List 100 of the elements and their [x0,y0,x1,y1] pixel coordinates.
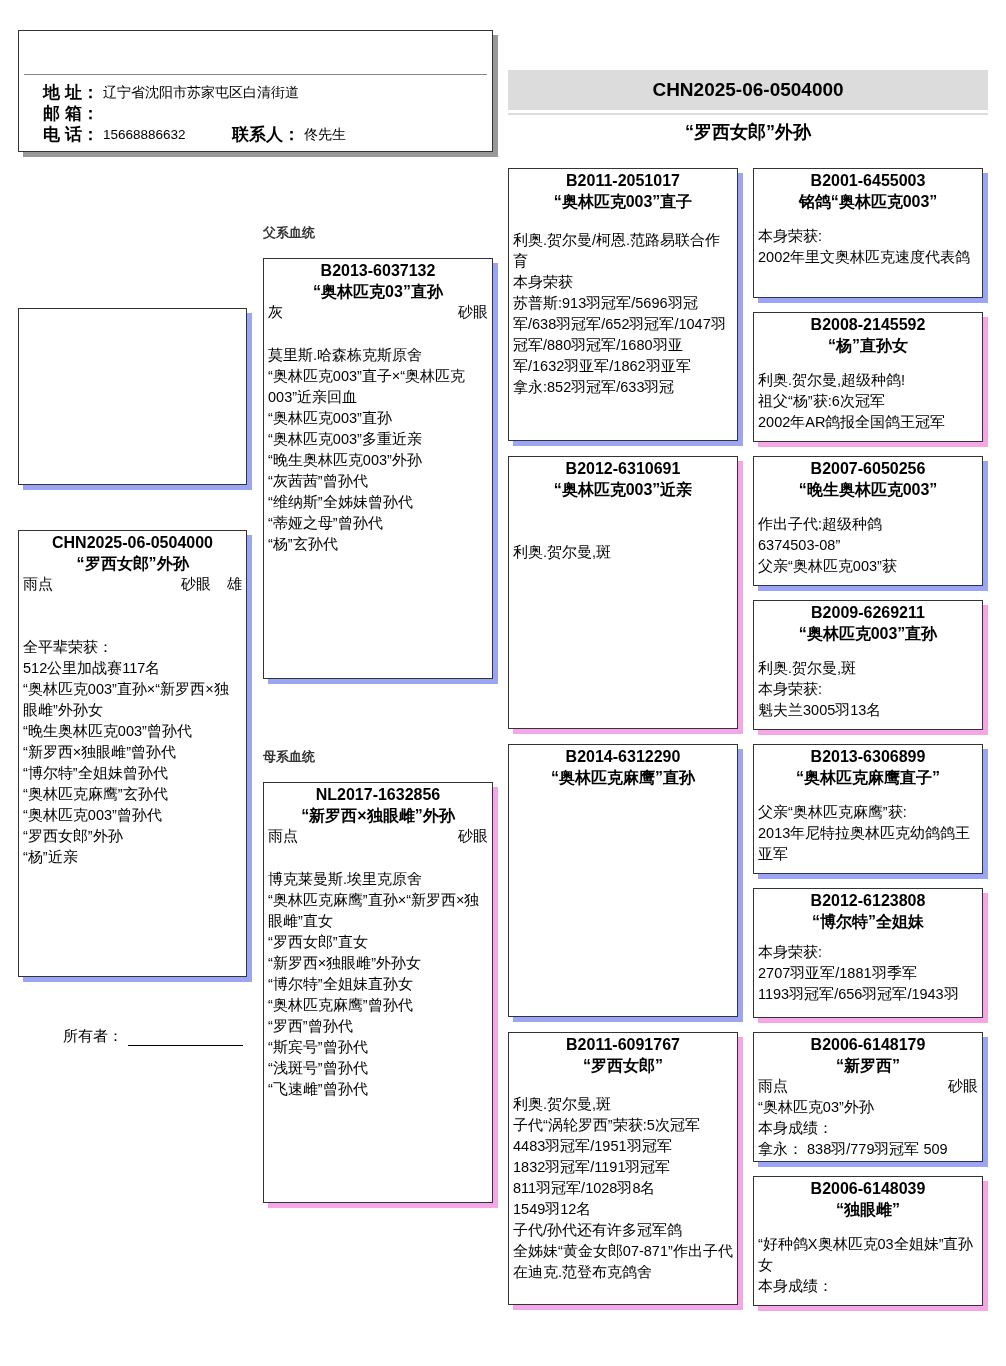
section-heading: 母系血统 [263,748,316,766]
pigeon-name: “晚生奥林匹克003” [797,480,939,500]
pedigree-note: “罗西”曾孙代 [268,1017,354,1036]
pedigree-note: 全姊妹“黄金女郎07-871”作出子代在迪克.范登布克鸽舍 [513,1242,733,1282]
pedigree-note: 本身成绩： [758,1119,834,1138]
pedigree-note: 父亲“奥林匹克麻鹰”获: [758,803,908,822]
pedigree-note: 祖父“杨”获:6次冠军 [758,392,886,411]
pedigree-note: “晚生奥林匹克003”外孙 [268,451,423,470]
pedigree-note: “飞速雌”曾孙代 [268,1080,369,1099]
pedigree-note: 全平辈荣获： [23,638,114,657]
ring-number-banner [508,70,988,110]
pedigree-note: 子代“涡轮罗西”荣获:5次冠军 [513,1116,701,1135]
pedigree-note: 魁夫兰3005羽13名 [758,701,883,720]
ring-number: B2011-6091767 [565,1035,681,1055]
pedigree-note: 拿永： 838羽/779羽冠军 509 [758,1140,949,1159]
pedigree-note: “奥林匹克003”曾孙代 [23,806,163,825]
pedigree-note: 利奥.贺尔曼,斑 [758,659,858,678]
pedigree-note: “博尔特”全姐妹曾孙代 [23,764,169,783]
pedigree-note: “好种鸽X奥林匹克03全姐妹”直孙女 [758,1235,975,1275]
ring-number: B2012-6310691 [564,459,682,479]
pedigree-note: “罗西女郎”直女 [268,933,369,952]
pigeon-name: “独眼雌” [835,1200,901,1220]
pedigree-note: 2013年尼特拉奥林匹克幼鸽鸽王亚军 [758,824,972,864]
eye-text: 砂眼 [948,1077,978,1096]
pigeon-name: “新罗西×独眼雌”外孙 [300,806,456,826]
eye-text: 砂眼 [181,575,211,594]
contact-name: 佟先生 [304,126,346,144]
pedigree-note: “罗西女郎”外孙 [23,827,124,846]
pedigree-note: 作出子代:超级种鸽 [758,515,884,534]
pedigree-note: 利奥.贺尔曼,超级种鸽! [758,371,907,390]
ring-number: B2001-6455003 [809,171,927,191]
color-text: 灰 [268,303,284,322]
pedigree-note: 利奥.贺尔曼/柯恩.范路易联合作育 [513,231,722,271]
pedigree-note: 2002年AR鸽报全国鸽王冠军 [758,413,947,432]
pedigree-note: “灰茜茜”曾孙代 [268,472,369,491]
pedigree-note: 4483羽冠军/1951羽冠军 [513,1137,673,1156]
field-label: 联系人： [232,125,300,145]
pedigree-note: 1549羽12名 [513,1200,593,1219]
pigeon-name: “杨”直孙女 [827,336,909,356]
pedigree-note: 1832羽冠军/1191羽冠军 [513,1158,672,1177]
ring-number: B2007-6050256 [809,459,927,479]
pedigree-note: “维纳斯”全姊妹曾孙代 [268,493,414,512]
ring-number: B2014-6312290 [564,747,682,767]
pedigree-note: 6374503-08” [758,536,842,555]
pedigree-note: 苏普斯:913羽冠军/5696羽冠军/638羽冠军/652羽冠军/1047羽冠军/880羽冠军/1680羽亚军/1632羽亚军/1862羽亚军 [513,294,727,376]
pedigree-note: 本身成绩： [758,1277,834,1296]
ring-number: B2009-6269211 [810,603,926,623]
phone-number: 15668886632 [103,126,186,144]
ring-number: B2011-2051017 [565,171,681,191]
pedigree-note: “杨”玄孙代 [268,535,339,554]
pedigree-note: 拿永:852羽冠军/633羽冠 [513,378,676,397]
pigeon-name: “奥林匹克003”近亲 [552,480,694,500]
ring-number: B2013-6306899 [809,747,927,767]
field-label: 邮 箱： [43,104,99,124]
field-label: 所有者： [63,1027,124,1046]
ring-number: CHN2025-06-0504000 [51,533,214,553]
pedigree-note: “奥林匹克003”直孙 [268,409,393,428]
pigeon-name: “奥林匹克003”直孙 [797,624,939,644]
pedigree-note: 利奥.贺尔曼,斑 [513,1095,613,1114]
ring-number: B2012-6123808 [809,891,927,911]
pedigree-note: 2707羽亚军/1881羽季军 [758,964,918,983]
pedigree-note: “奥林匹克麻鹰”玄孙代 [23,785,169,804]
pedigree-note: 子代/孙代还有许多冠军鸽 [513,1221,684,1240]
pedigree-note: 1193羽冠军/656羽冠军/1943羽 [758,985,960,1004]
subtitle: “罗西女郎”外孙 [684,121,813,144]
pigeon-name: 铭鸽“奥林匹克003” [797,192,939,212]
pedigree-note: “奥林匹克麻鹰”直孙×“新罗西×独眼雌”直女 [268,891,481,931]
pigeon-name: “博尔特”全姐妹 [811,912,925,932]
pedigree-note: 莫里斯.哈森栋克斯原舍 [268,346,424,365]
pedigree-note: “奥林匹克03”外孙 [758,1098,875,1117]
ring-number: B2006-6148179 [809,1035,927,1055]
color-text: 雨点 [268,827,299,846]
section-heading: 父系血统 [263,224,316,242]
pedigree-note: 本身荣获: [758,227,824,246]
pigeon-name: “奥林匹克麻鹰直子” [795,768,941,788]
eye-text: 砂眼 [458,827,488,846]
pedigree-note: 利奥.贺尔曼,斑 [513,543,613,562]
pigeon-name: “奥林匹克麻鹰”直孙 [550,768,696,788]
field-label: 电 话： [43,125,99,145]
pedigree-note: “杨”近亲 [23,848,79,867]
pedigree-note: 本身荣获 [513,273,574,292]
pedigree-note: “新罗西×独眼雌”外孙女 [268,954,423,973]
color-text: 雨点 [23,575,54,594]
ring-number: B2006-6148039 [809,1179,927,1199]
pedigree-note: 博克莱曼斯.埃里克原舍 [268,870,424,889]
pedigree-note: 811羽冠军/1028羽8名 [513,1179,657,1198]
pedigree-note: “晚生奥林匹克003”曾孙代 [23,722,193,741]
pigeon-name: “罗西女郎” [582,1056,664,1076]
pedigree-note: “新罗西×独眼雌”曾孙代 [23,743,178,762]
pigeon-name: “新罗西” [835,1056,901,1076]
ring-number: B2008-2145592 [809,315,927,335]
pedigree-note: “斯宾号”曾孙代 [268,1038,369,1057]
sex-text: 雄 [227,575,242,594]
pedigree-note: 本身荣获: [758,943,824,962]
address-text: 辽宁省沈阳市苏家屯区白清街道 [103,84,299,102]
pedigree-note: 2002年里文奥林匹克速度代表鸽 [758,248,972,267]
pedigree-note: “奥林匹克003”直孙×“新罗西×独眼雌”外孙女 [23,680,230,720]
pigeon-name: “奥林匹克03”直孙 [312,282,444,302]
pedigree-note: “奥林匹克003”多重近亲 [268,430,423,449]
pedigree-note: “浅斑号”曾孙代 [268,1059,369,1078]
